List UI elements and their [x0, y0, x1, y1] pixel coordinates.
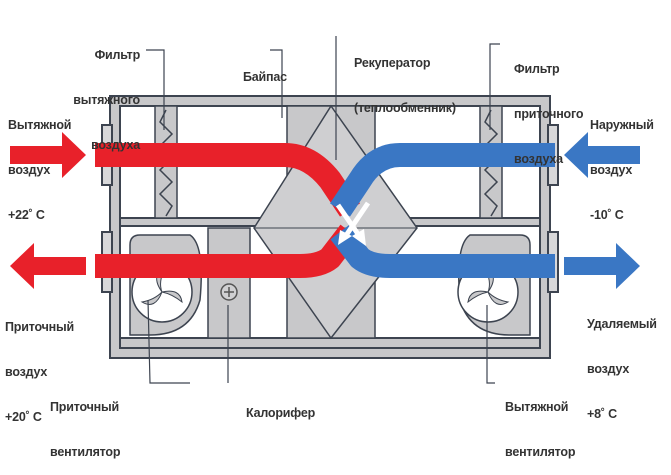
label-line: Удаляемый: [587, 317, 657, 331]
heater-label: Калорифер: [246, 376, 315, 436]
exhaust-air-label: Удаляемый воздух +8˚ С: [587, 287, 657, 437]
exhaust-filter-label: Фильтр вытяжного воздуха: [60, 18, 140, 168]
cold-air-flow: [330, 143, 555, 278]
label-line: Наружный: [590, 118, 654, 132]
heater: [207, 227, 251, 339]
label-line: Фильтр: [514, 62, 560, 76]
leader-lines: [146, 36, 500, 384]
extract-air-label: Вытяжной воздух +22˚ С: [8, 88, 71, 238]
label-line: воздух: [5, 365, 48, 379]
label-line: +8˚ С: [587, 407, 617, 421]
crossflow-arrows: [335, 201, 371, 246]
label-line: Приточный: [5, 320, 74, 334]
recuperator-label: Рекуператор (теплообменник): [354, 26, 456, 131]
outdoor-air-label: Наружный воздух -10˚ С: [590, 88, 654, 238]
label-line: Байпас: [243, 70, 287, 84]
supply-fan-label: Приточный вентилятор: [50, 370, 120, 475]
label-line: воздух: [8, 163, 51, 177]
label-line: Вытяжной: [8, 118, 72, 132]
exhaust-fan-label: Вытяжной вентилятор: [505, 370, 575, 475]
label-line: приточного: [514, 107, 584, 121]
label-line: -10˚ С: [590, 208, 624, 222]
label-line: Фильтр: [94, 48, 141, 62]
arrow-left-icon: [10, 243, 86, 289]
label-line: Вытяжной: [505, 400, 569, 414]
label-line: вентилятор: [50, 445, 121, 459]
arrow-right-icon: [564, 243, 640, 289]
arrow-right-icon: [10, 132, 86, 178]
label-line: вытяжного: [73, 93, 140, 107]
warm-air-flow: [95, 143, 360, 278]
label-line: +22˚ С: [8, 208, 45, 222]
arrow-left-icon: [564, 132, 640, 178]
label-line: (теплообменник): [354, 101, 456, 115]
recuperator-diagram: [10, 36, 640, 384]
bypass-label: Байпас: [243, 40, 287, 100]
label-line: воздуха: [514, 152, 563, 166]
label-line: воздух: [590, 163, 633, 177]
label-line: вентилятор: [505, 445, 576, 459]
label-line: Рекуператор: [354, 56, 431, 70]
label-line: воздуха: [91, 138, 140, 152]
label-line: воздух: [587, 362, 630, 376]
label-line: Приточный: [50, 400, 119, 414]
supply-filter-label: Фильтр приточного воздуха: [514, 32, 583, 182]
